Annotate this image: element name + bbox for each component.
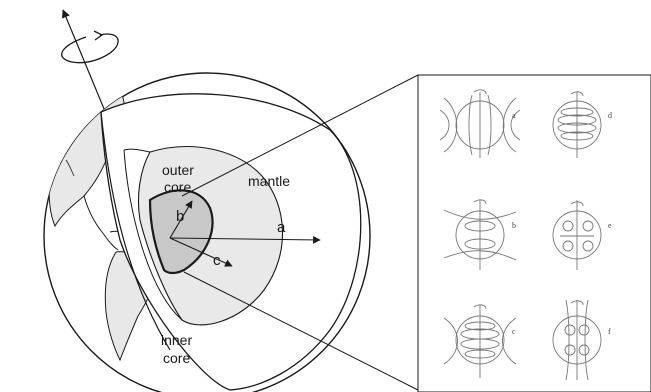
field-panel-d-label: d: [608, 111, 612, 120]
field-panel-f-label: f: [608, 327, 611, 336]
field-patterns-inset: a d b: [418, 75, 651, 392]
field-panel-e-label: e: [608, 221, 612, 230]
radius-c-label: c: [213, 252, 221, 269]
radius-b-label: b: [176, 208, 184, 225]
field-panel-a-label: a: [512, 111, 516, 120]
field-panel-b-label: b: [512, 221, 516, 230]
mantle-label: mantle: [248, 173, 290, 189]
inner-core-label-line2: core: [163, 350, 190, 366]
inner-core-label-line1: inner: [161, 332, 192, 348]
outer-core-label-line1: outer: [162, 162, 194, 178]
outer-core-label-line2: core: [164, 179, 191, 195]
radius-a-label: a: [277, 219, 286, 236]
spin-arrow: [62, 31, 118, 63]
field-panel-c-label: c: [512, 327, 516, 336]
